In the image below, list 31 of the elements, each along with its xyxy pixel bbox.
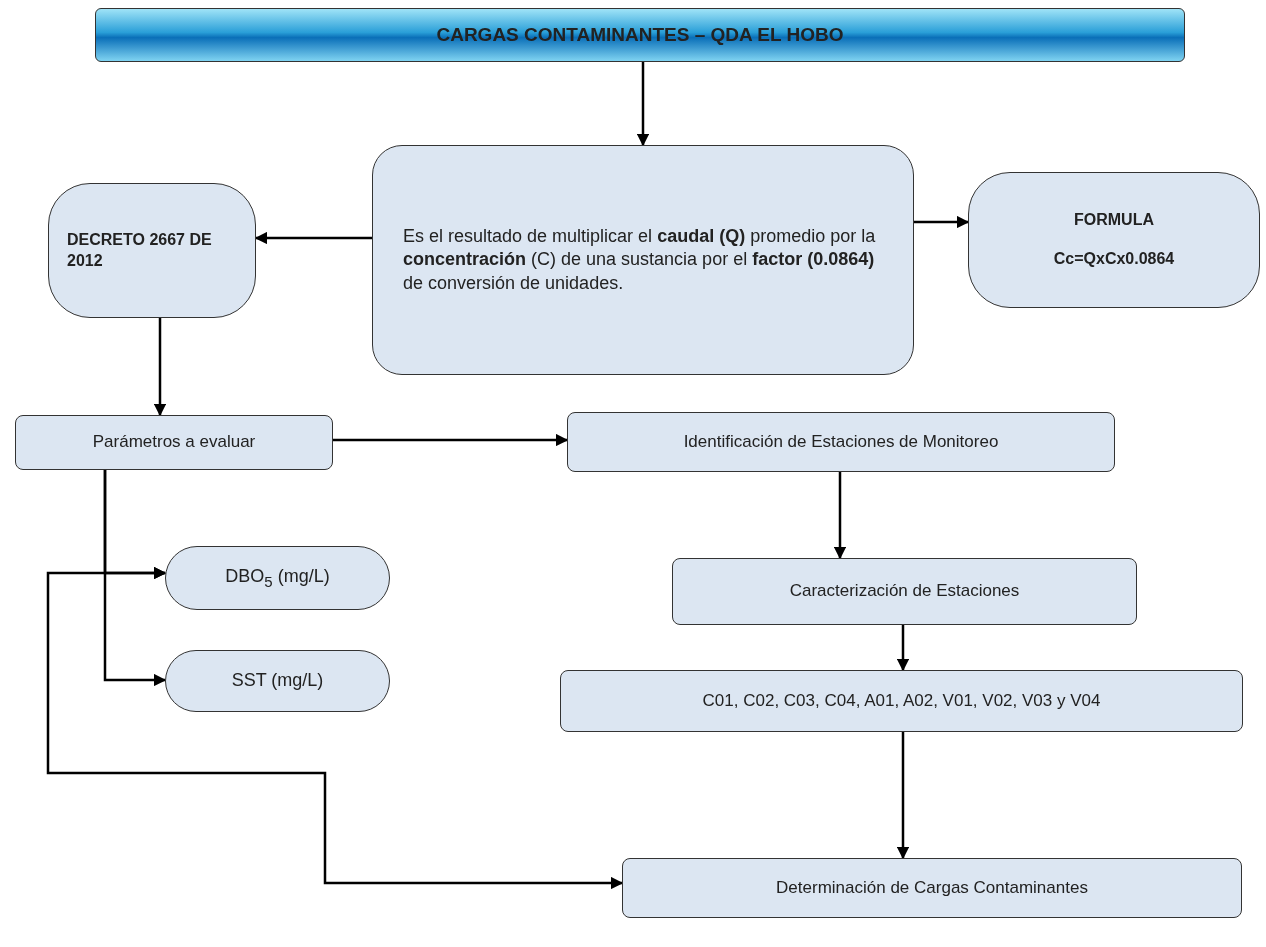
process-box xyxy=(567,412,1115,472)
arrow xyxy=(896,625,910,672)
arrow xyxy=(914,215,970,229)
node-text: Parámetros a evaluar xyxy=(92,431,256,454)
title-banner xyxy=(95,8,1185,62)
description-box xyxy=(372,145,914,375)
node-text: DECRETO 2667 DE 2012 xyxy=(67,229,213,271)
arrow xyxy=(103,470,167,687)
process-box xyxy=(672,558,1137,625)
node-text: Cc=QxCx0.0864 xyxy=(1053,249,1175,269)
node-text: C01, C02, C03, C04, A01, A02, V01, V02, V03 y V04 xyxy=(702,689,1101,712)
rounded-box xyxy=(968,172,1260,308)
arrow xyxy=(46,566,624,890)
node-text: FORMULA xyxy=(1074,210,1154,231)
node-text: SST (mg/L) xyxy=(231,669,324,693)
node-text: Caracterización de Estaciones xyxy=(789,580,1020,603)
arrow xyxy=(254,231,372,245)
arrow xyxy=(333,433,569,447)
process-box xyxy=(560,670,1243,732)
node-text: Identificación de Estaciones de Monitoreo xyxy=(683,430,999,453)
process-box xyxy=(622,858,1242,918)
node-text: Determinación de Cargas Contaminantes xyxy=(776,876,1088,899)
arrow xyxy=(153,318,167,417)
arrow xyxy=(636,62,650,147)
node-text: DBO$_{5}$ (mg/L) xyxy=(225,564,330,592)
title-text: CARGAS CONTAMINANTES – QDA EL HOBO xyxy=(436,22,844,47)
process-box xyxy=(15,415,333,470)
arrow xyxy=(833,472,847,560)
rounded-box xyxy=(48,183,256,318)
arrow xyxy=(896,732,910,860)
node-text: Es el resultado de multiplicar el caudal (Q) promedio por la concentración (C) de una sustancia por el factor (0.0864) de conversión de unidades. xyxy=(403,224,877,295)
